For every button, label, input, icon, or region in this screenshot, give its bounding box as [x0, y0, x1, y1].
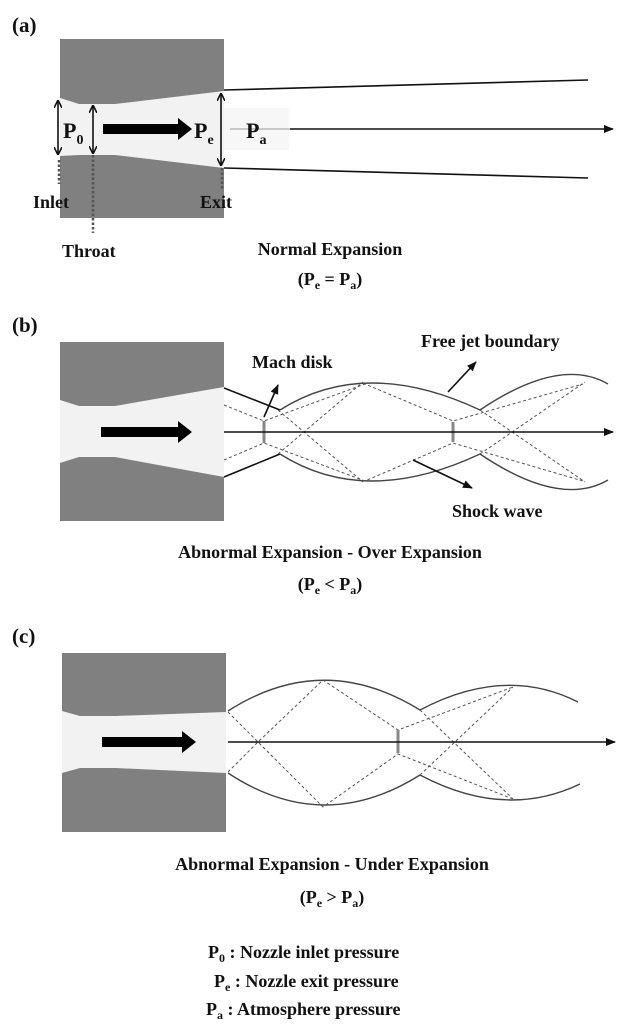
panel-c: (c) Abnormal Expansion - Under Expansion…: [12, 624, 616, 910]
shock-cross: [277, 409, 364, 483]
panel-b-label: (b): [12, 313, 38, 337]
panel-c-label: (c): [12, 624, 35, 648]
panel-a-condition: (Pe = Pa): [298, 269, 363, 292]
shock-wave-label: Shock wave: [452, 501, 543, 521]
panel-a-label: (a): [12, 13, 37, 37]
free-jet-boundary-bottom: [279, 453, 609, 491]
shock-cross: [479, 409, 586, 483]
shock-cross: [277, 381, 364, 455]
free-jet-boundary-top: [227, 679, 579, 712]
flow-arrow: [102, 731, 196, 753]
free-jet-boundary-bottom: [227, 772, 581, 806]
shock-wave-bottom: [223, 442, 584, 482]
panel-b-condition: (Pe < Pa): [298, 574, 363, 597]
free-jet-boundary-top: [279, 373, 609, 411]
legend: P0 : Nozzle inlet pressure Pe : Nozzle e…: [206, 942, 401, 1022]
panel-a: (a) P0 Pe Pa Inlet Exit Throat Normal Ex…: [12, 13, 614, 292]
pe-label: Pe: [194, 118, 214, 148]
shock-wave-pointer: [412, 459, 473, 489]
mach-disk-pointer: [263, 384, 279, 418]
free-jet-boundary-label: Free jet boundary: [421, 331, 560, 351]
shock-cross: [419, 686, 514, 776]
flow-arrow: [103, 118, 192, 140]
inlet-label: Inlet: [33, 192, 69, 212]
shock-wave-bottom: [227, 711, 514, 808]
pa-label: Pa: [246, 118, 266, 148]
exit-line-top: [223, 387, 281, 411]
shock-wave-top: [227, 679, 514, 773]
jet-boundary-top: [223, 79, 589, 91]
exit-line-bottom: [223, 453, 281, 478]
shock-cross: [479, 381, 586, 455]
mach-disk-label: Mach disk: [252, 352, 333, 372]
shock-wave-top: [223, 383, 584, 422]
free-jet-pointer: [447, 361, 477, 393]
panel-a-title: Normal Expansion: [258, 239, 403, 259]
panel-b-title: Abnormal Expansion - Over Expansion: [178, 542, 482, 562]
shock-cross: [419, 709, 514, 800]
panel-b: (b) Mach disk Free jet boundary Shock wa…: [12, 313, 614, 597]
panel-c-condition: (Pe > Pa): [300, 887, 365, 910]
flow-arrow: [101, 421, 192, 443]
legend-item-pe: Pe : Nozzle exit pressure: [214, 971, 399, 994]
p0-label: P0: [63, 118, 83, 148]
legend-item-p0: P0 : Nozzle inlet pressure: [208, 942, 399, 965]
exit-label: Exit: [200, 192, 232, 212]
legend-item-pa: Pa : Atmosphere pressure: [206, 999, 401, 1022]
throat-label: Throat: [62, 241, 116, 261]
jet-boundary-bottom: [223, 167, 589, 179]
panel-c-title: Abnormal Expansion - Under Expansion: [175, 854, 489, 874]
